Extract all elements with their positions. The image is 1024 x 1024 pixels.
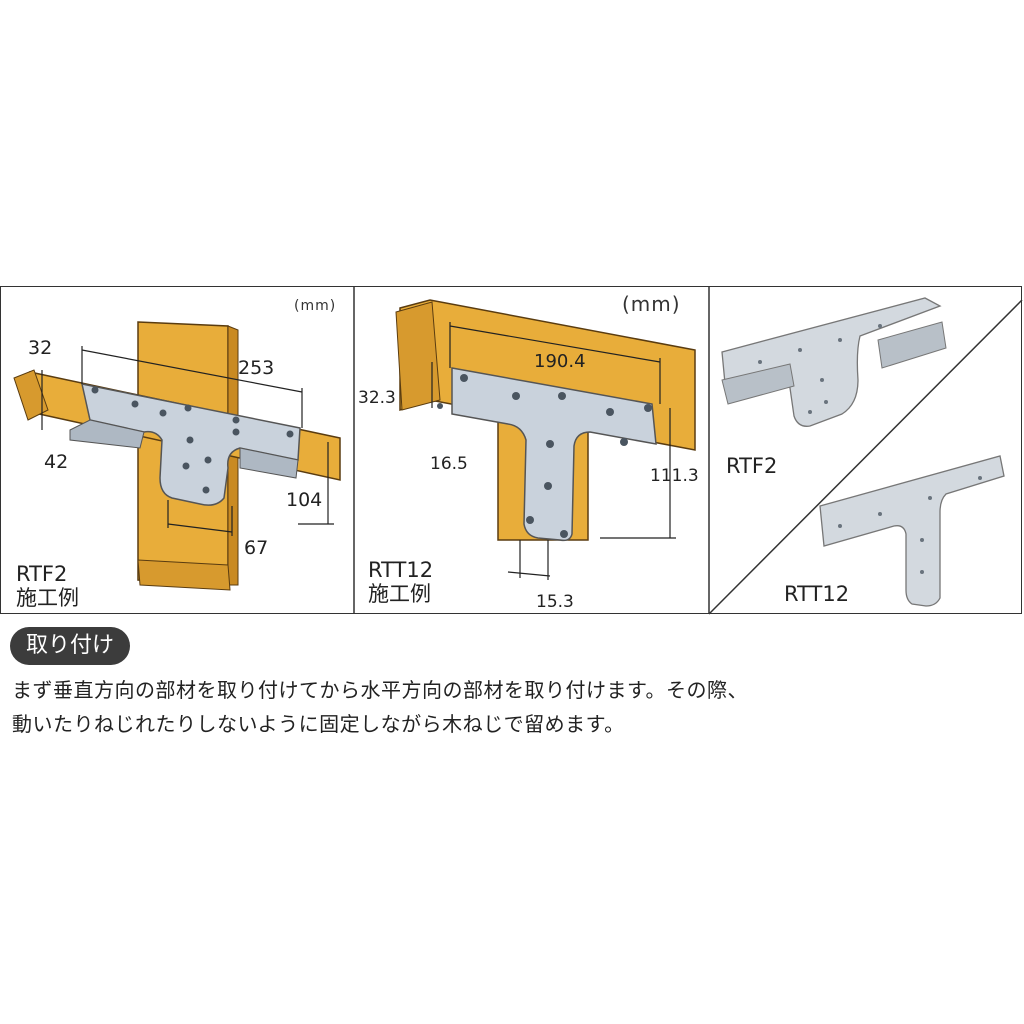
panel-diagonal [708, 299, 1023, 615]
rtt12-install-drawing [395, 299, 696, 580]
instruction-line-2: 動いたりねじれたりしないように固定しながら木ねじで留めます。 [12, 712, 625, 736]
unit-label-middle: (mm) [622, 292, 681, 316]
product-label-rtf2-install: RTF2 [16, 562, 68, 586]
dim-16-5: 16.5 [430, 454, 468, 474]
rtt12-product-drawing [819, 455, 1005, 607]
rtf2-install-drawing [13, 321, 341, 591]
dim-253: 253 [238, 357, 275, 379]
rtf2-product-drawing [721, 297, 947, 427]
product-label-rtt12: RTT12 [784, 582, 850, 606]
figure-frame [0, 286, 1022, 614]
dim-32: 32 [28, 337, 53, 359]
product-label-rtt12-install: RTT12 [368, 558, 434, 582]
beam-end-grain [395, 301, 441, 411]
unit-label-left: (mm) [294, 298, 337, 314]
rtf2-flange-left [69, 419, 145, 449]
post-end-grain [137, 559, 231, 591]
rtf2-plate [81, 383, 301, 506]
dim-190-4: 190.4 [534, 351, 586, 372]
caption-installation-example-left: 施工例 [16, 586, 79, 610]
product-label-rtf2: RTF2 [726, 454, 778, 478]
dim-32-3: 32.3 [358, 388, 396, 408]
dim-111-3: 111.3 [650, 466, 699, 486]
rtt12-plate [451, 367, 657, 542]
dim-104: 104 [286, 489, 323, 511]
beam-end [13, 369, 49, 421]
caption-installation-example-middle: 施工例 [368, 582, 431, 606]
dim-67: 67 [244, 537, 269, 559]
dim-42: 42 [44, 451, 69, 473]
installation-heading: 取り付け [10, 627, 131, 665]
rtf2-flange-right [239, 447, 299, 479]
dim-15-3: 15.3 [536, 592, 574, 612]
instruction-line-1: まず垂直方向の部材を取り付けてから水平方向の部材を取り付けます。その際、 [12, 678, 748, 702]
